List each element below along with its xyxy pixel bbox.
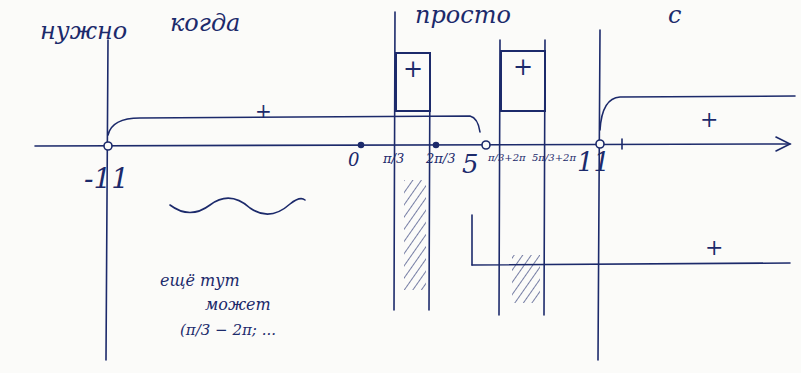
note-text: с: [668, 2, 681, 28]
sign-box: +: [395, 52, 431, 112]
note-text: ещё тут: [160, 272, 240, 290]
sign-label: +: [255, 100, 272, 122]
note-text: нужно: [40, 18, 127, 44]
axis-number: 2π/3: [426, 152, 455, 166]
sign-text: +: [510, 52, 536, 82]
note-text: когда: [170, 10, 240, 36]
note-text: (π/3 − 2π; ...: [180, 322, 276, 339]
axis-number: 0: [348, 150, 359, 170]
axis-number: 5π/3+2π: [532, 152, 576, 163]
axis-number: 5: [462, 150, 479, 179]
axis-number: π/3+2π: [488, 152, 526, 163]
axis-number: 11: [577, 148, 610, 177]
axis-number: -11: [84, 164, 129, 195]
note-text: может: [205, 296, 271, 314]
sign-text: +: [400, 54, 426, 84]
axis-number: π/3: [383, 152, 404, 166]
note-text: просто: [415, 2, 511, 28]
sign-label: +: [705, 236, 723, 260]
sign-label: +: [700, 108, 718, 132]
sign-box: +: [500, 50, 546, 112]
